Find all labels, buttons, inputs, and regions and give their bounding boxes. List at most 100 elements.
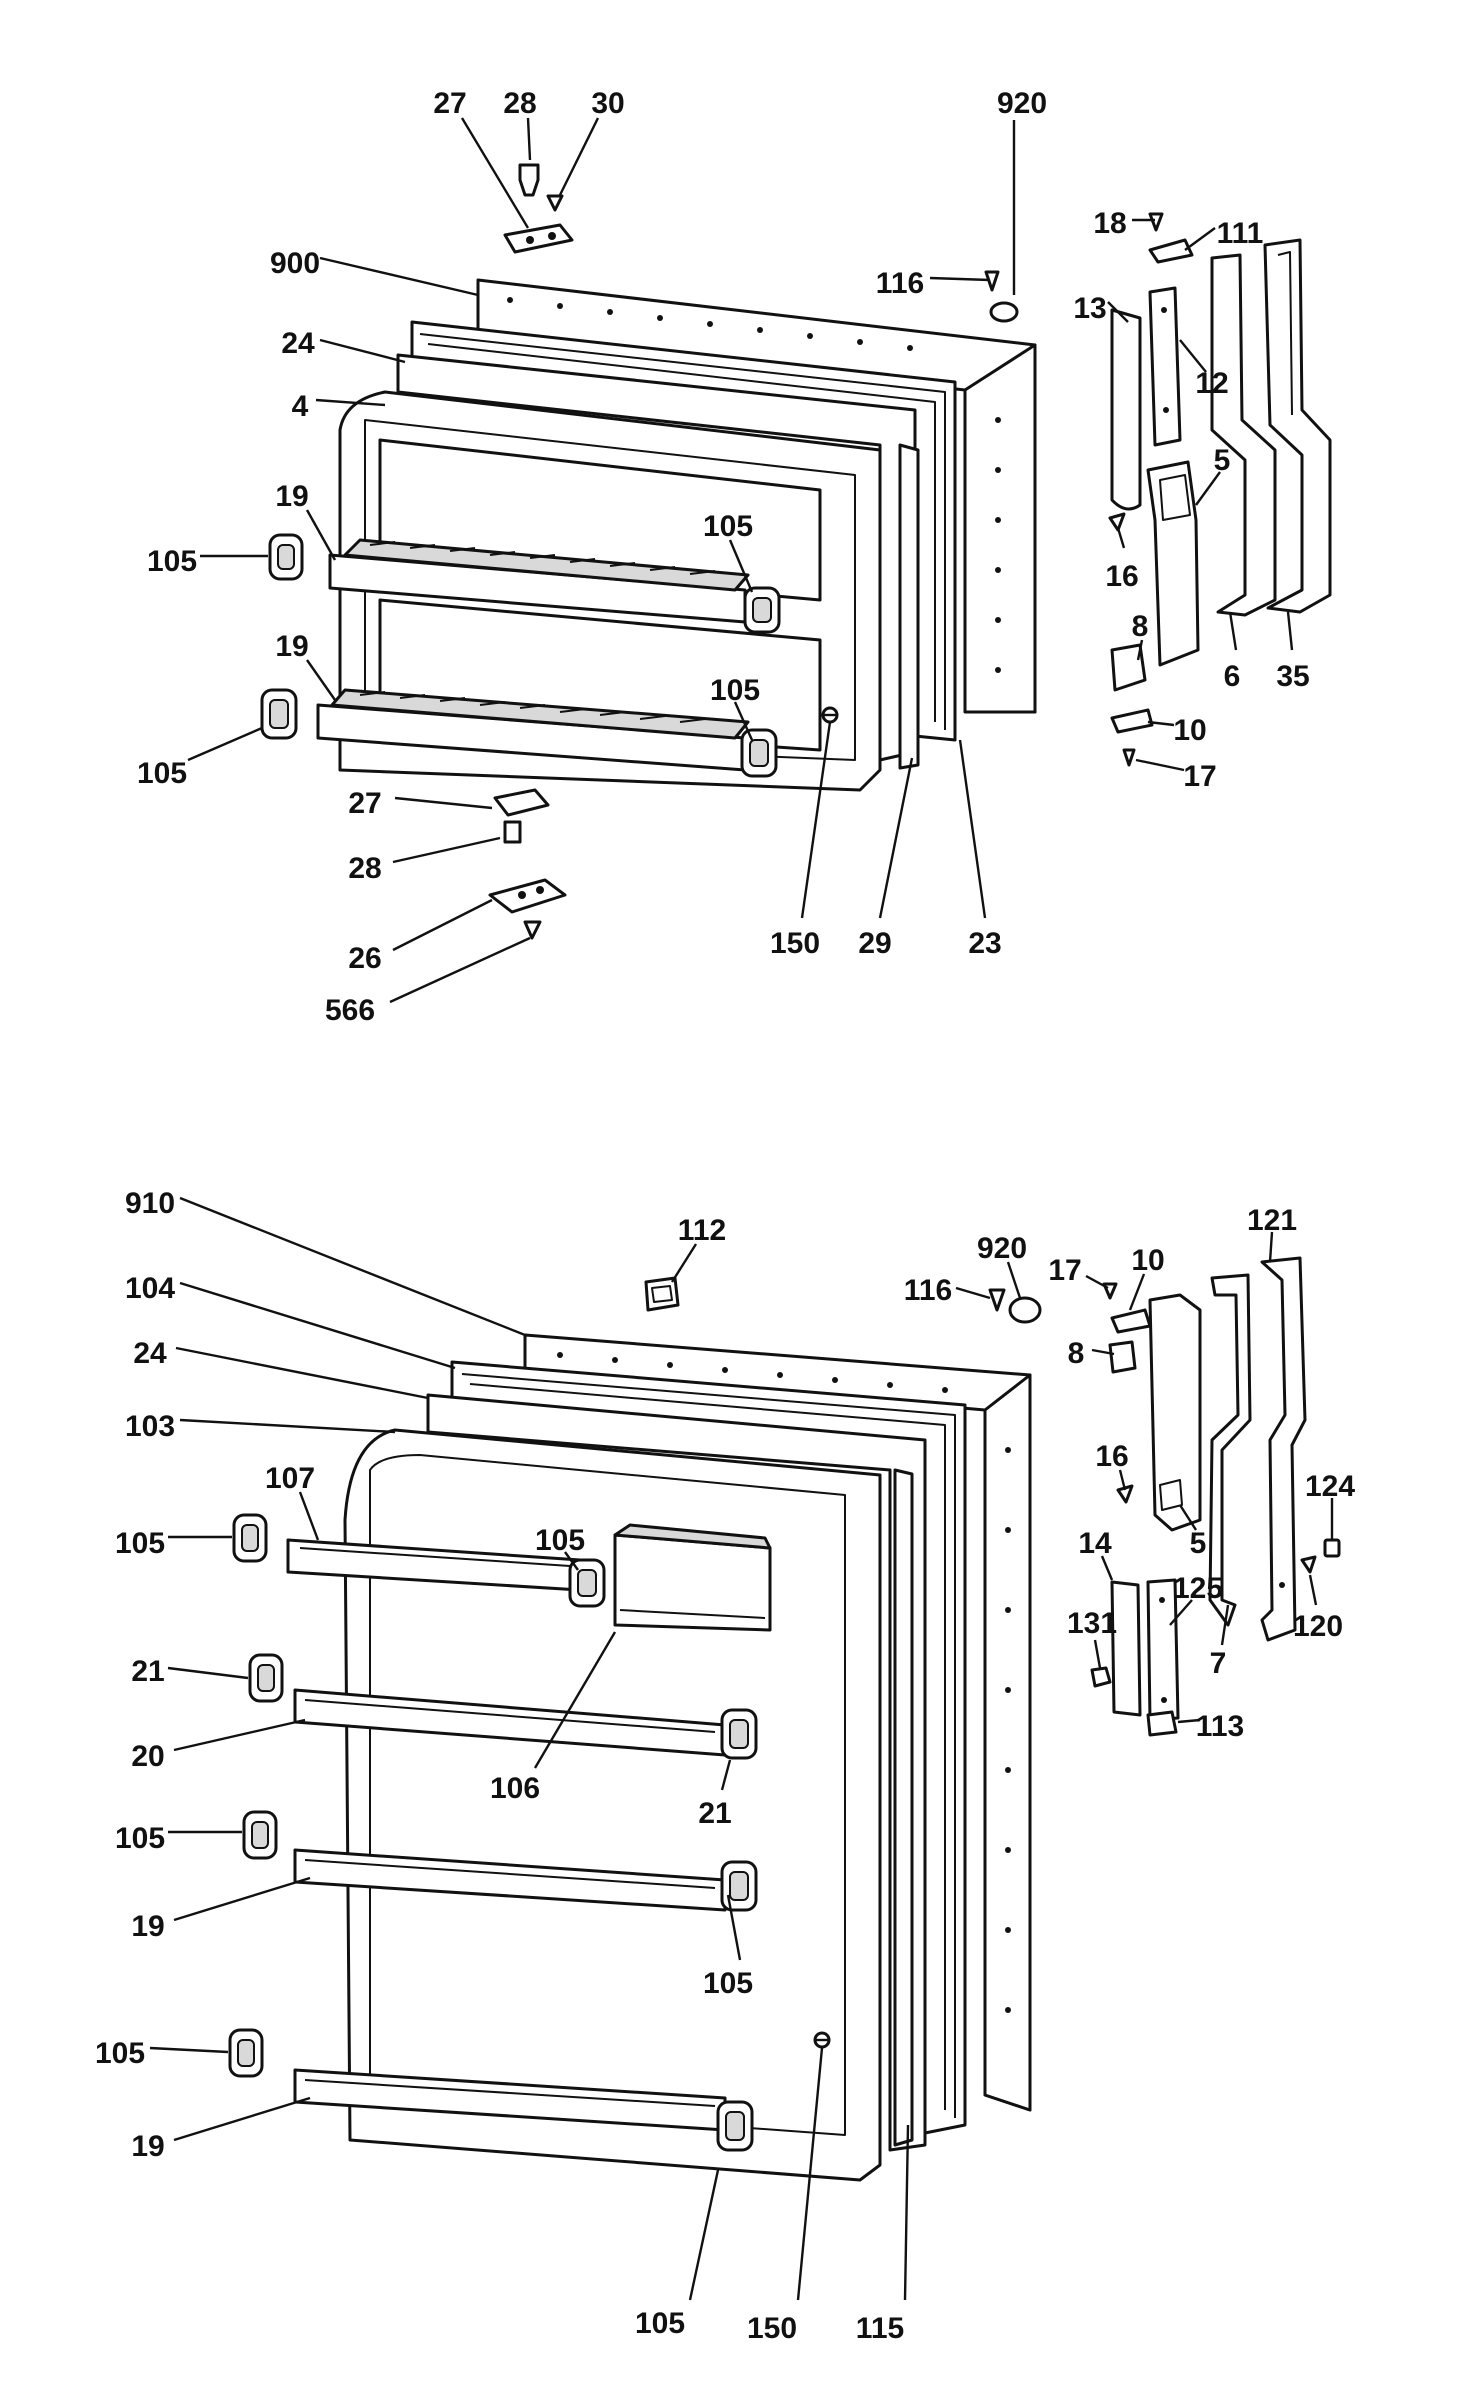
callout-105: 105: [147, 545, 268, 578]
callout-105: 105: [95, 2037, 229, 2070]
callout-leader-line: [1308, 1574, 1318, 1606]
handle-clip-10-lower: [1110, 1308, 1152, 1334]
callout-leader-line: [1100, 1555, 1114, 1581]
callout-leader-line: [179, 1281, 456, 1370]
callout-113: 113: [1177, 1710, 1244, 1743]
callout-leader-line: [315, 398, 386, 407]
callout-leader-line: [558, 117, 600, 196]
callout-30: 30: [558, 87, 625, 196]
callout-10: 10: [1128, 1244, 1165, 1311]
callout-27: 27: [433, 87, 530, 229]
part-number-label: 19: [131, 2130, 164, 2163]
callout-125: 125: [1169, 1572, 1223, 1626]
callout-leader-line: [1136, 639, 1144, 661]
handle-cover-35: [1263, 238, 1332, 614]
callout-17: 17: [1048, 1254, 1109, 1290]
handle-trim-13: [1110, 308, 1142, 511]
freezer-shelf-endcap-right-lower: [740, 728, 778, 778]
part-number-label: 900: [270, 247, 320, 280]
part-number-label: 16: [1105, 560, 1138, 593]
part-number-label: 124: [1305, 1470, 1355, 1503]
part-number-label: 566: [325, 994, 375, 1027]
callout-leader-line: [392, 898, 493, 952]
part-number-label: 35: [1276, 660, 1309, 693]
fresh-shelf-endcap-right-1: [568, 1558, 606, 1608]
part-number-label: 105: [95, 2037, 145, 2070]
callout-leader-line: [800, 721, 832, 919]
part-number-label: 105: [635, 2307, 685, 2340]
callout-leader-line: [1107, 301, 1129, 323]
callout-leader-line: [173, 1876, 311, 1922]
part-number-label: 21: [698, 1797, 731, 1830]
callout-124: 124: [1305, 1470, 1355, 1540]
part-number-label: 111: [1217, 217, 1264, 250]
callout-21: 21: [698, 1759, 732, 1830]
part-number-label: 116: [904, 1274, 952, 1307]
part-number-label: 910: [125, 1187, 175, 1220]
part-number-label: 30: [591, 87, 624, 120]
callout-566: 566: [325, 936, 531, 1027]
callout-111: 111: [1184, 217, 1264, 251]
callout-19: 19: [275, 630, 336, 701]
callout-leader-line: [1268, 1231, 1274, 1263]
part-number-label: 23: [968, 927, 1001, 960]
callout-105: 105: [115, 1822, 242, 1855]
fresh-shelf-endcap-left-3: [242, 1810, 278, 1860]
freezer-door-screw: [821, 706, 839, 724]
callout-leader-line: [1118, 1469, 1127, 1491]
callout-leader-line: [149, 2046, 229, 2054]
callout-leader-line: [1169, 1599, 1193, 1626]
callout-leader-line: [1128, 1273, 1146, 1311]
part-number-label: 29: [858, 927, 891, 960]
callout-105: 105: [137, 726, 263, 790]
fresh-shelf-endcap-right-2: [720, 1708, 758, 1760]
handle-bracket-12: [1148, 286, 1182, 447]
callout-leader-line: [175, 1346, 429, 1400]
top-hinge-screw: [546, 194, 564, 212]
callout-leader-line: [929, 276, 991, 282]
part-number-label: 131: [1067, 1607, 1117, 1640]
callout-16: 16: [1105, 527, 1139, 593]
part-number-label: 28: [503, 87, 536, 120]
part-number-label: 105: [710, 674, 760, 707]
callout-leader-line: [1228, 611, 1238, 651]
fresh-shelf-endcap-right-4: [716, 2100, 754, 2152]
part-number-label: 116: [876, 267, 924, 300]
freezer-shelf-endcap-left-lower: [260, 688, 298, 740]
callout-20: 20: [131, 1718, 306, 1773]
bottom-hinge-screw: [523, 920, 542, 940]
part-number-label: 920: [977, 1232, 1027, 1265]
callout-105: 105: [115, 1527, 232, 1560]
callout-leader-line: [1116, 527, 1126, 549]
callout-leader-line: [728, 539, 754, 593]
bottom-hinge-pin: [503, 820, 522, 844]
part-number-label: 26: [348, 942, 381, 975]
part-number-label: 105: [137, 757, 187, 790]
door-top-cap-112: [644, 1276, 680, 1312]
part-number-label: 6: [1224, 660, 1241, 693]
callout-12: 12: [1179, 339, 1229, 400]
callout-27: 27: [348, 787, 493, 820]
part-number-label: 106: [490, 1772, 540, 1805]
callout-leader-line: [564, 1551, 579, 1571]
part-number-label: 5: [1214, 444, 1231, 477]
callout-103: 103: [125, 1410, 396, 1443]
callout-leader-line: [1091, 1348, 1115, 1356]
callout-115: 115: [856, 2124, 910, 2345]
handle-bar-7: [1208, 1273, 1252, 1627]
handle-cap-113: [1146, 1710, 1178, 1737]
callout-leader-line: [173, 2096, 311, 2142]
handle-clip-124: [1323, 1538, 1341, 1558]
part-number-label: 150: [770, 927, 820, 960]
callout-leader-line: [1184, 227, 1216, 251]
callout-120: 120: [1293, 1574, 1343, 1643]
callout-19: 19: [131, 2096, 311, 2163]
callout-150: 150: [770, 721, 832, 960]
handle-cap-111: [1148, 238, 1194, 264]
callout-105: 105: [635, 2169, 720, 2340]
callout-8: 8: [1132, 610, 1148, 661]
part-number-label: 17: [1183, 760, 1216, 793]
callout-leader-line: [394, 796, 493, 810]
callout-35: 35: [1276, 611, 1310, 693]
